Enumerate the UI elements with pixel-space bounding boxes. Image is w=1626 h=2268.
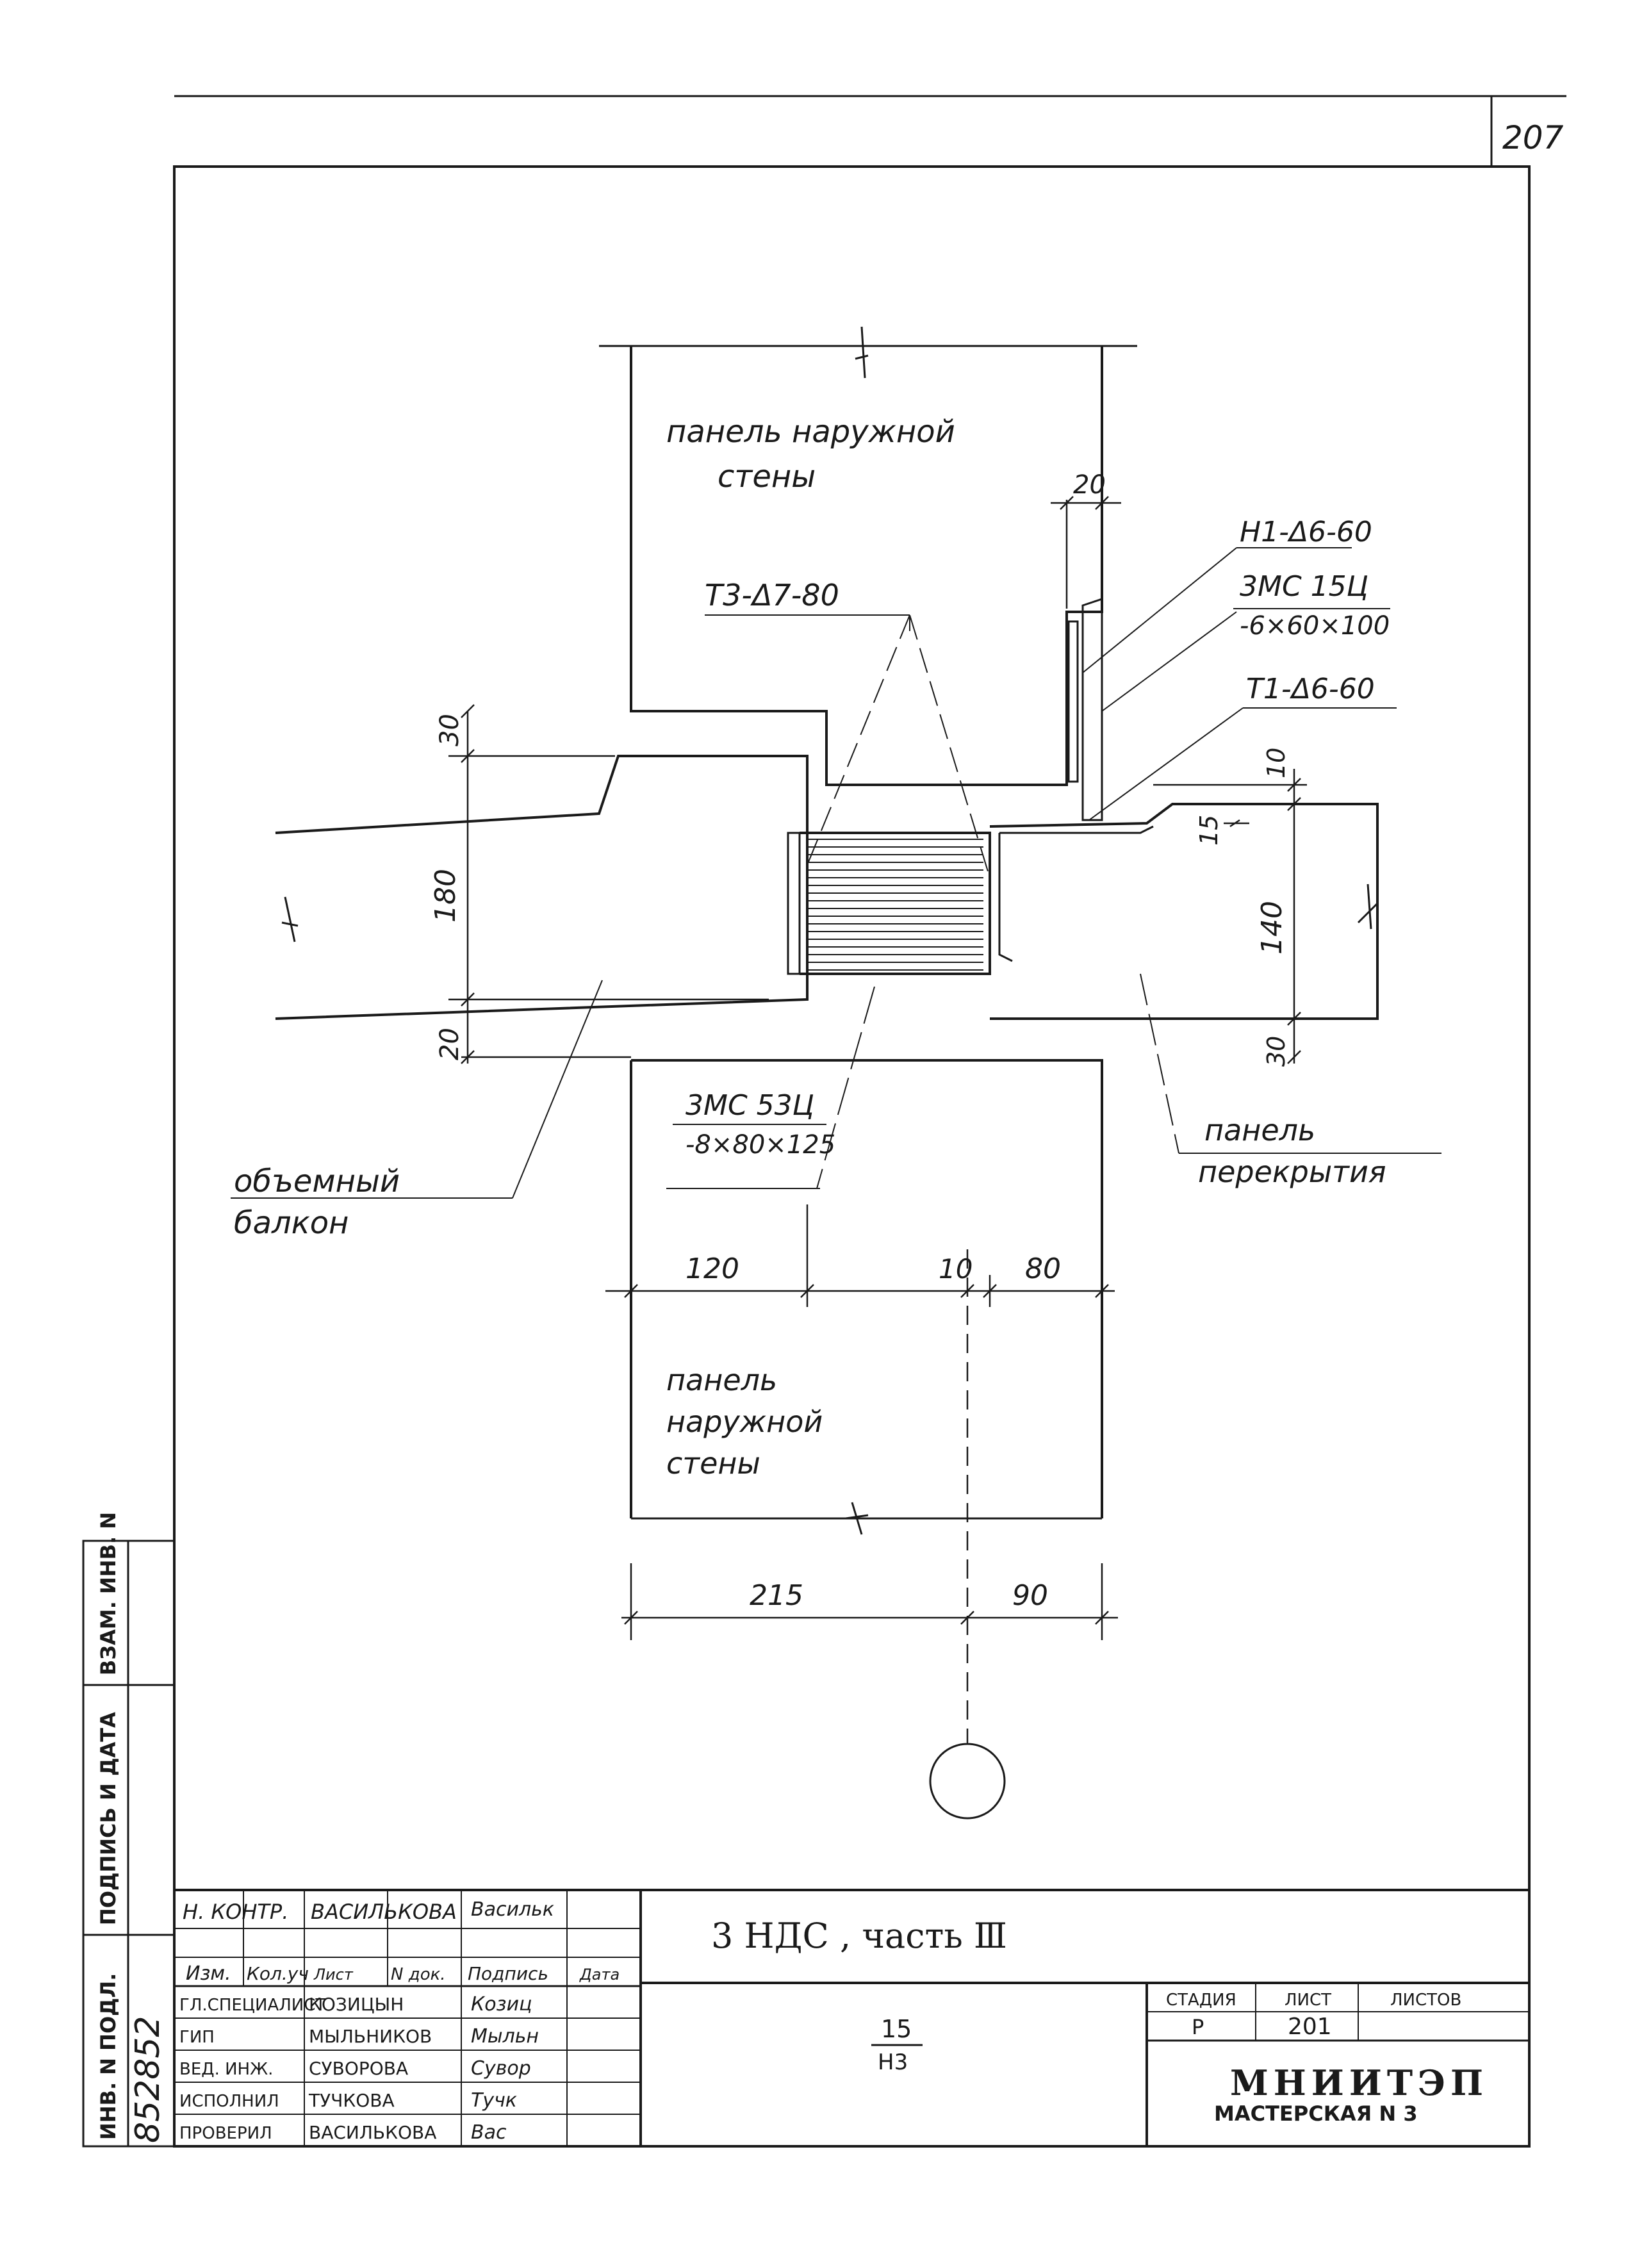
side-stamp-col3: ВЗАМ. ИНВ. N [96,1512,120,1675]
dimension-values: 20 30 180 20 10 15 140 30 120 10 80 215 … [429,470,1290,1612]
dim-20-top: 20 [1073,470,1106,500]
staff-signature-1: Козиц [471,1993,532,2016]
upper-wall-panel [630,346,1103,786]
label-connector-t1: Т1-Δ6-60 [1246,673,1375,705]
label-connector-h1: Н1-Δ6-60 [1240,516,1372,548]
sheet-code-bottom: Н3 [878,2050,908,2075]
header-list: Лист [313,1966,354,1984]
dim-20-left: 20 [435,1028,464,1060]
dim-90: 90 [1012,1579,1048,1612]
norm-control-name: ВАСИЛЬКОВА [311,1900,457,1924]
dim-10-mid: 10 [939,1253,973,1285]
staff-signature-3: Сувор [471,2057,531,2080]
page-number: 207 [1502,119,1564,156]
staff-signature-4: Тучк [471,2089,517,2112]
label-connector-t3: Т3-Δ7-80 [705,578,839,612]
label-floor-panel-2: перекрытия [1198,1155,1386,1189]
staff-role-2: ГИП [179,2028,215,2047]
sheet-code-top: 15 [881,2015,912,2043]
label-lower-wall-2: наружной [666,1404,823,1439]
header-data: Дата [579,1966,620,1984]
staff-signature-2: Мыльн [471,2025,539,2048]
staff-signature-5: Вас [471,2121,507,2144]
dim-120: 120 [686,1253,739,1285]
dim-180: 180 [429,869,462,923]
sheets-header: ЛИСТОВ [1390,1991,1461,2010]
dim-15: 15 [1195,815,1223,846]
staff-role-3: ВЕД. ИНЖ. [179,2060,273,2079]
staff-name-2: МЫЛЬНИКОВ [309,2026,432,2047]
label-embedded-3mc53-size: -8×80×125 [686,1130,835,1160]
dim-215: 215 [750,1579,803,1612]
norm-control-role: Н. КОНТР. [183,1900,288,1924]
norm-control-signature: Васильк [471,1898,554,1921]
dim-30-left: 30 [435,714,464,746]
leader-lines [231,547,1441,1199]
dim-80: 80 [1025,1253,1061,1285]
mortar-joint [800,832,991,975]
label-lower-wall-1: панель [666,1363,777,1397]
label-embedded-3mc154-size: -6×60×100 [1240,611,1390,641]
dimension-lines [448,496,1307,1743]
side-stamp: ВЗАМ. ИНВ. N ПОДПИСЬ И ДАТА ИНВ. N ПОДЛ.… [82,1512,176,2148]
label-embedded-3mc53: 3МС 53Ц [686,1089,814,1122]
label-embedded-3mc154: 3МС 15Ц [1240,570,1368,603]
label-lower-wall-3: стены [666,1446,760,1481]
header-n-dok: N док. [391,1965,446,1984]
label-upper-wall-1: панель наружной [666,414,955,450]
side-stamp-col1: ИНВ. N ПОДЛ. [96,1973,120,2140]
sheet-value: 201 [1288,2014,1332,2040]
stage-header: СТАДИЯ [1166,1991,1236,2010]
staff-role-1: ГЛ.СПЕЦИАЛИСТ [179,1996,325,2015]
label-balcony-1: объемный [234,1163,400,1199]
axis-marker [929,1743,1006,1820]
stage-value: Р [1192,2015,1204,2039]
label-floor-panel-1: панель [1204,1113,1315,1147]
document-title: 3 НДС , часть Ⅲ [711,1916,1007,1956]
balcony-plate [787,832,801,975]
org-name: МНИИТЭП [1230,2062,1488,2103]
drawing-labels: панель наружной стены Т3-Δ7-80 Н1-Δ6-60 … [234,414,1390,1481]
header-izm: Изм. [186,1962,231,1985]
label-balcony-2: балкон [234,1205,349,1241]
org-unit: МАСТЕРСКАЯ N 3 [1214,2101,1418,2126]
staff-name-4: ТУЧКОВА [308,2090,395,2111]
title-block [174,1889,1529,2146]
balcony-outline [275,755,809,1020]
staff-name-1: КОЗИЦЫН [309,1994,404,2015]
staff-name-5: ВАСИЛЬКОВА [309,2122,436,2143]
header-kol-uch: Кол.уч [247,1963,309,1984]
drawing-frame [173,165,1531,2148]
title-block-text: Н. КОНТР. ВАСИЛЬКОВА Васильк Изм. Кол.уч… [179,1898,1488,2144]
staff-name-3: СУВОРОВА [309,2058,408,2079]
dim-10-right: 10 [1262,748,1290,778]
staff-role-5: ПРОВЕРИЛ [179,2124,272,2143]
header-podpis: Подпись [468,1963,548,1984]
label-upper-wall-2: стены [718,459,816,495]
upper-connector-plate [1067,620,1079,783]
dim-140: 140 [1256,901,1288,955]
side-stamp-col2: ПОДПИСЬ И ДАТА [96,1712,120,1925]
joint-detail [231,326,1441,1820]
floor-panel-outline [989,803,1379,1020]
dim-30-right: 30 [1262,1036,1290,1067]
staff-role-4: ИСПОЛНИЛ [179,2092,279,2111]
inventory-number: 852852 [129,2016,167,2143]
sheet-header: ЛИСТ [1285,1991,1331,2010]
